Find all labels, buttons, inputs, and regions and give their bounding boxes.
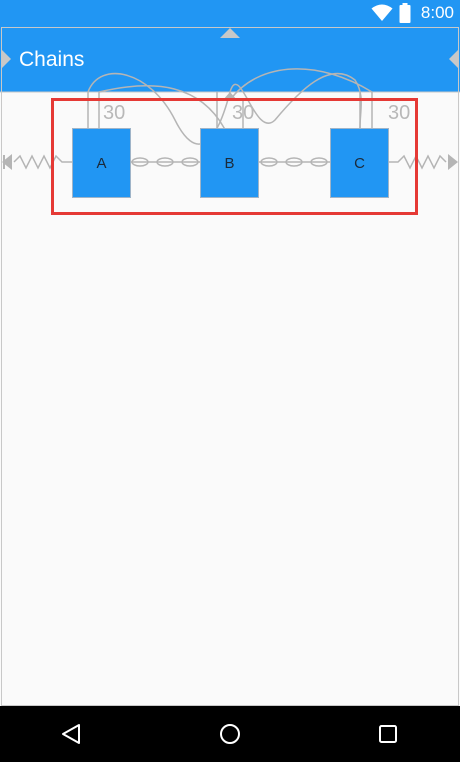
margin-label-c: 30 — [388, 102, 411, 124]
recents-icon — [379, 725, 397, 743]
home-icon — [220, 724, 240, 744]
view-b[interactable]: B — [200, 128, 259, 198]
app-bar: Chains — [0, 26, 460, 92]
selection-highlight — [51, 98, 418, 215]
back-button[interactable] — [41, 706, 101, 762]
navigation-bar — [0, 706, 460, 762]
recents-button[interactable] — [358, 706, 418, 762]
margin-label-b: 30 — [232, 102, 255, 124]
status-bar: 8:00 — [0, 0, 460, 26]
battery-icon — [399, 3, 411, 23]
page-title: Chains — [19, 48, 85, 71]
view-c[interactable]: C — [330, 128, 389, 198]
view-a[interactable]: A — [72, 128, 131, 198]
wifi-icon — [371, 4, 393, 21]
status-time: 8:00 — [420, 3, 454, 22]
home-button[interactable] — [200, 706, 260, 762]
margin-label-a: 30 — [103, 102, 126, 124]
back-icon — [62, 724, 80, 744]
